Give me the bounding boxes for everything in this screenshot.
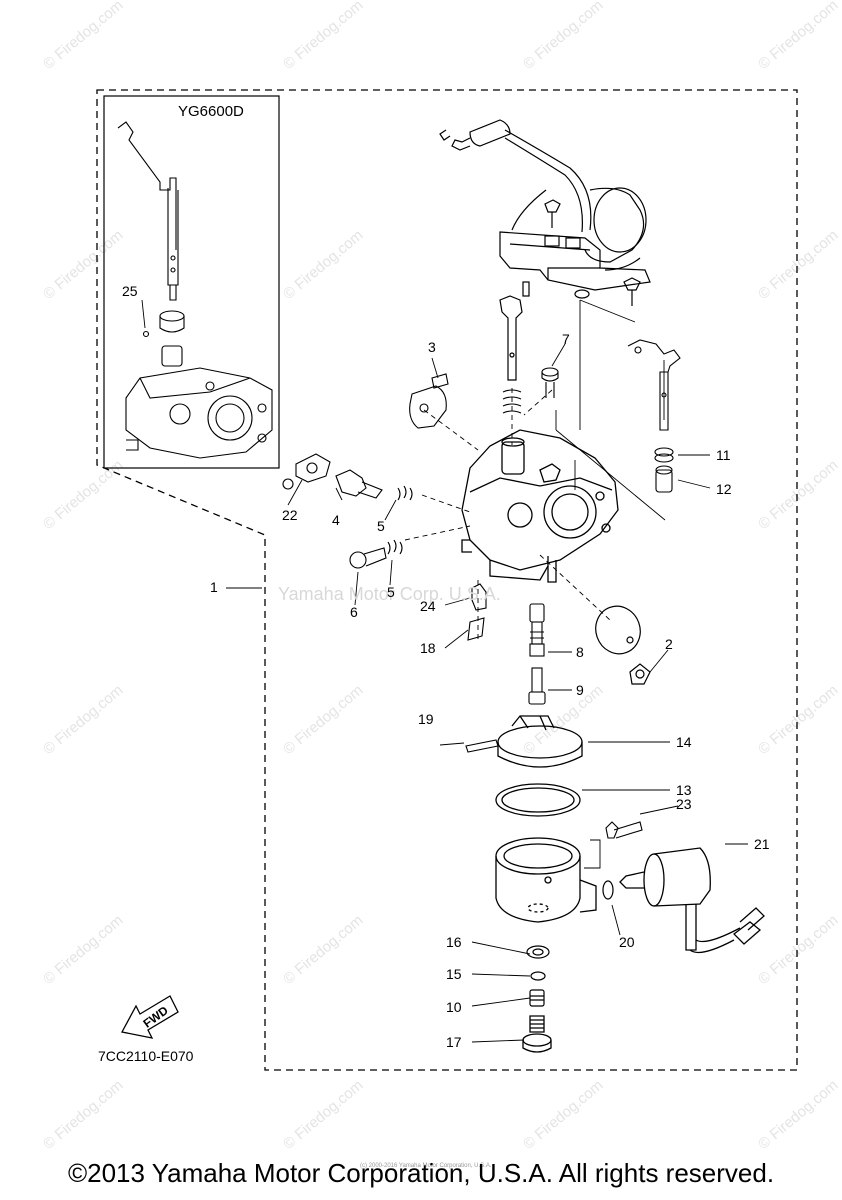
carburetor-body [461,429,619,583]
bracket [499,199,651,306]
inset-box [103,95,280,469]
part-label-21[interactable]: 21 [754,836,770,852]
fwd-arrow-icon [121,995,179,1039]
emulsion-tube-8 [529,603,545,657]
cover-2 [595,605,651,685]
washer-16 [526,945,550,959]
drain-bolt-17 [522,1015,552,1053]
part-label-13[interactable]: 13 [676,782,692,798]
pin-19 [465,739,499,753]
gasket-13 [495,783,581,817]
choke-spring [502,389,522,414]
part-label-11[interactable]: 11 [716,447,731,463]
solenoid-21 [619,847,765,954]
part-label-6[interactable]: 6 [350,604,358,620]
part-label-8[interactable]: 8 [576,644,584,660]
part-label-4[interactable]: 4 [332,512,340,528]
screw-6 [349,547,387,569]
part-label-7[interactable]: 7 [562,331,570,347]
inset-title: YG6600D [178,103,244,120]
pilot-screw-parts [282,453,383,499]
part-label-9[interactable]: 9 [576,682,584,698]
part-label-22[interactable]: 22 [282,507,298,523]
part-label-23[interactable]: 23 [676,796,692,812]
part-label-12[interactable]: 12 [716,481,732,497]
jet-24 [471,583,487,611]
inset-lever [117,121,179,301]
copyright-notice: ©2013 Yamaha Motor Corporation, U.S.A. A… [67,1158,775,1188]
washer-20 [602,880,614,900]
plate-3 [409,373,449,429]
inset-cap [142,310,185,338]
screw-7 [541,367,559,398]
part-label-20[interactable]: 20 [619,934,635,950]
part-label-17[interactable]: 17 [446,1034,462,1050]
inset-carb-body [125,345,273,459]
center-watermark: Yamaha Motor Corp. U.S.A. [278,584,501,604]
part-label-3[interactable]: 3 [428,339,436,355]
part-label-25[interactable]: 25 [122,283,138,299]
diagram-code: 7CC2110-E070 [98,1048,194,1064]
springs-5 [387,485,413,555]
assembly-guides [555,299,666,521]
part-label-5b[interactable]: 5 [387,584,395,600]
choke-rod [499,281,530,381]
part-label-19[interactable]: 19 [418,711,434,727]
part-label-1[interactable]: 1 [210,579,218,595]
float-14 [497,715,583,768]
leader-lines [141,299,748,1043]
screw-23 [605,821,643,839]
part-label-15[interactable]: 15 [446,966,462,982]
part-10 [529,989,545,1007]
part-label-24[interactable]: 24 [420,598,436,614]
part-label-2[interactable]: 2 [665,636,673,652]
part-label-10[interactable]: 10 [446,999,462,1015]
oring-15 [530,971,546,981]
part-label-18[interactable]: 18 [420,640,436,656]
small-print: (c) 2000-2016 Yamaha Motor Corporation, … [360,1163,492,1169]
solenoid-cable-assembly [439,119,647,271]
throttle-shaft [627,339,681,493]
part-label-16[interactable]: 16 [446,934,462,950]
outer-dashed-border [96,89,798,1071]
float-bowl [495,837,597,923]
main-jet-9 [528,667,546,705]
part-label-5a[interactable]: 5 [377,518,385,534]
part-label-14[interactable]: 14 [676,734,692,750]
clip-18 [467,617,485,641]
